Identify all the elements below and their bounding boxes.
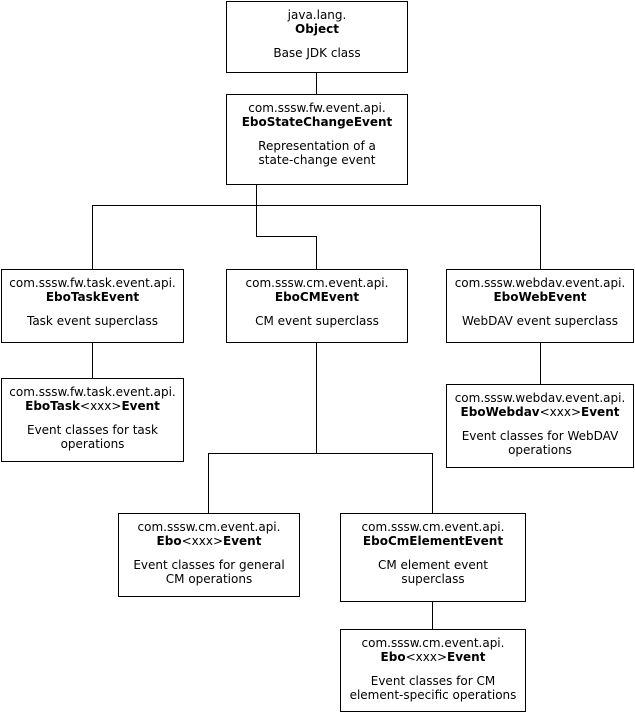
connector-to-task-event <box>92 205 93 269</box>
class-description: Event classes for WebDAV operations <box>461 429 619 457</box>
connector-mid-bar <box>256 236 317 237</box>
connector-to-cm-element <box>432 453 433 513</box>
class-name: EboCMEvent <box>274 290 360 304</box>
class-prefix: EboTask <box>25 399 81 413</box>
package-name: com.sssw.cm.event.api. <box>137 520 281 534</box>
node-webdav-xxx-event: com.sssw.webdav.event.api. EboWebdav<xxx… <box>446 384 634 468</box>
class-description: Representation of a state-change event <box>258 139 376 167</box>
class-name: EboWebdav<xxx>Event <box>447 405 633 419</box>
package-name: com.sssw.fw.task.event.api. <box>9 276 176 290</box>
class-suffix: Event <box>223 534 262 548</box>
node-cm-xxx-event: com.sssw.cm.event.api. Ebo<xxx>Event Eve… <box>118 513 300 597</box>
class-placeholder: <xxx> <box>181 534 223 548</box>
package-name: com.sssw.webdav.event.api. <box>454 276 626 290</box>
class-name: EboTask<xxx>Event <box>2 399 183 413</box>
class-prefix: Ebo <box>156 534 182 548</box>
connector-object-to-statechange <box>316 72 317 94</box>
class-suffix: Event <box>581 405 620 419</box>
connector-cm-event-down <box>316 342 317 454</box>
class-description: Event classes for general CM operations <box>133 558 285 586</box>
class-placeholder: <xxx> <box>539 405 582 419</box>
class-name: EboTaskEvent <box>45 290 140 304</box>
node-task-xxx-event: com.sssw.fw.task.event.api. EboTask<xxx>… <box>1 378 184 462</box>
node-web-event: com.sssw.webdav.event.api. EboWebEvent W… <box>446 269 634 343</box>
class-name: Object <box>295 22 339 36</box>
node-cm-element-event: com.sssw.cm.event.api. EboCmElementEvent… <box>340 513 526 602</box>
class-description: WebDAV event superclass <box>462 314 618 328</box>
package-name: com.sssw.webdav.event.api. <box>454 391 626 405</box>
class-description: Event classes for task operations <box>26 423 158 451</box>
connector-task-to-taskxxx <box>92 342 93 378</box>
node-state-change-event: com.sssw.fw.event.api. EboStateChangeEve… <box>226 94 408 185</box>
connector-cmelement-to-xxx <box>432 601 433 629</box>
connector-to-cm-event <box>316 236 317 269</box>
class-name: EboCmElementEvent <box>362 534 504 548</box>
class-prefix: Ebo <box>380 650 406 664</box>
connector-to-cm-xxx <box>208 453 209 513</box>
package-name: com.sssw.cm.event.api. <box>361 520 505 534</box>
node-object: java.lang. Object Base JDK class <box>226 1 408 73</box>
connector-statechange-down <box>256 184 257 236</box>
class-description: CM element event superclass <box>377 558 489 586</box>
class-placeholder: <xxx> <box>80 399 122 413</box>
node-cm-element-xxx-event: com.sssw.cm.event.api. Ebo<xxx>Event Eve… <box>340 629 526 712</box>
package-name: java.lang. <box>287 8 347 22</box>
connector-top-bar <box>92 205 541 206</box>
class-suffix: Event <box>121 399 160 413</box>
connector-cm-bar <box>208 453 433 454</box>
class-description: CM event superclass <box>255 314 379 328</box>
node-cm-event: com.sssw.cm.event.api. EboCMEvent CM eve… <box>226 269 408 343</box>
package-name: com.sssw.cm.event.api. <box>361 636 505 650</box>
class-description: Base JDK class <box>273 46 361 60</box>
node-task-event: com.sssw.fw.task.event.api. EboTaskEvent… <box>1 269 184 343</box>
class-description: Event classes for CM element-specific op… <box>349 674 517 702</box>
class-name: Ebo<xxx>Event <box>119 534 299 548</box>
class-name: EboWebEvent <box>493 290 587 304</box>
connector-web-to-webdavxxx <box>540 342 541 384</box>
package-name: com.sssw.fw.task.event.api. <box>9 385 176 399</box>
class-description: Task event superclass <box>26 314 159 328</box>
class-name: EboStateChangeEvent <box>241 115 393 129</box>
class-suffix: Event <box>447 650 486 664</box>
connector-to-web-event <box>540 205 541 269</box>
package-name: com.sssw.fw.event.api. <box>248 101 386 115</box>
package-name: com.sssw.cm.event.api. <box>245 276 389 290</box>
class-name: Ebo<xxx>Event <box>341 650 525 664</box>
class-prefix: EboWebdav <box>460 405 540 419</box>
class-placeholder: <xxx> <box>405 650 447 664</box>
